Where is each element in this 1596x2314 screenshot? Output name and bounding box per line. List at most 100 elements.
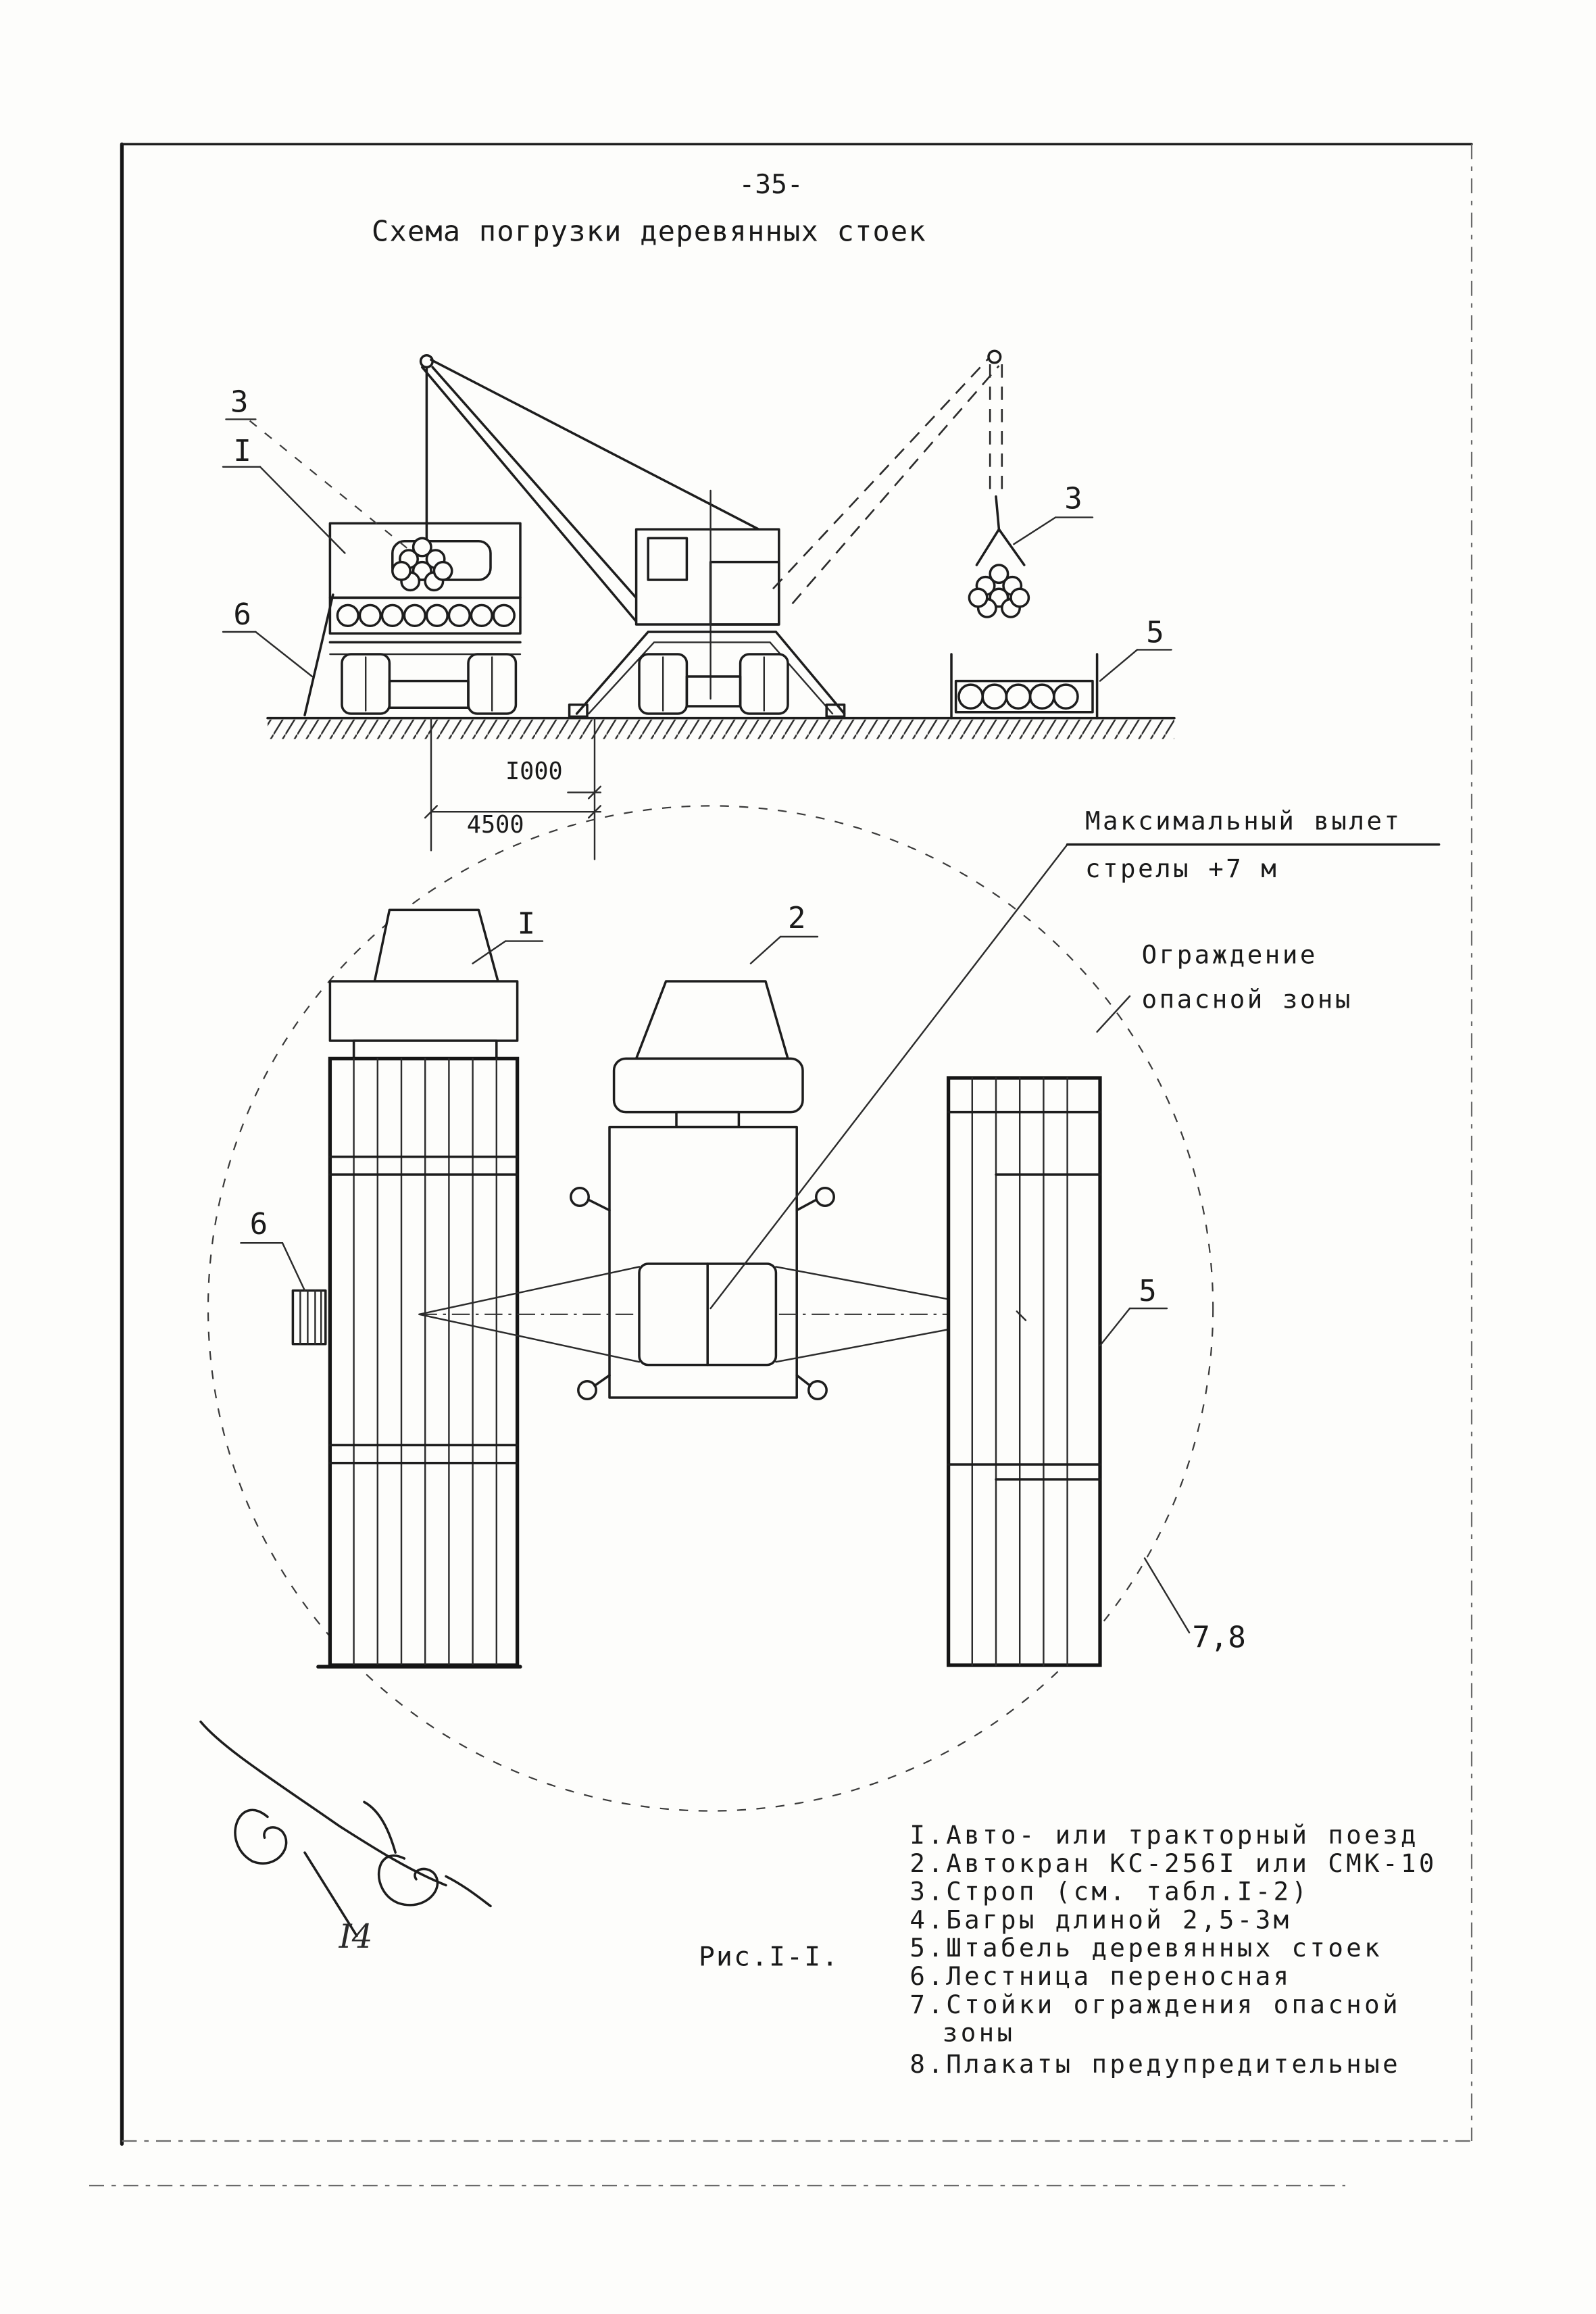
handwritten-stroke — [363, 1800, 397, 1854]
boom-reach-leader — [709, 843, 1068, 1310]
label-fence-posts-leader — [1143, 1557, 1191, 1633]
label-crane-plan: 2 — [788, 901, 806, 935]
label-fence-posts: 7,8 — [1192, 1621, 1245, 1655]
ground-hatching — [268, 719, 1174, 739]
boom-reach-note-line-2: стрелы +7 м — [1085, 854, 1278, 883]
label-sling-right: 3 — [1064, 481, 1082, 516]
log-bundle-right — [968, 564, 1030, 618]
legend-item: 7.Стойки ограждения опасной — [909, 1990, 1401, 2019]
boom-hoist-cable — [430, 358, 778, 540]
label-ladder-plan: 6 — [250, 1207, 268, 1241]
stack-log-ends — [957, 683, 1079, 710]
danger-zone-note: Ограждение опасной зоны — [1096, 940, 1353, 1033]
crane-cab-plan — [612, 1057, 804, 1114]
log-end — [957, 683, 984, 710]
dim-tick-short — [587, 785, 602, 799]
sling-right-leg-2 — [997, 528, 1026, 566]
crane-portal — [575, 631, 846, 715]
label-stack-plan: 5 — [1139, 1274, 1157, 1308]
log-end — [412, 537, 432, 558]
stack-plan-logs — [971, 1077, 1068, 1667]
boom-extended-position — [772, 349, 1030, 618]
sling-bundle-left — [391, 367, 453, 592]
label-stack-elevation: 5 — [1146, 615, 1164, 649]
legend-item: 5.Штабель деревянных стоек — [909, 1933, 1382, 1963]
handwritten-stroke — [445, 1875, 492, 1908]
log-end — [380, 604, 404, 627]
label-truck-leader — [259, 466, 346, 554]
handwritten-stroke — [303, 1851, 358, 1938]
label-sling-left-leader — [249, 420, 414, 554]
ladder-plan — [291, 1289, 327, 1346]
handwritten-stroke — [199, 1720, 447, 1887]
dimensions: I000 4500 — [424, 717, 602, 860]
truck-log-ends — [336, 604, 516, 627]
label-truck-plan-leader — [472, 940, 507, 964]
truck-axle-frame — [388, 679, 470, 709]
log-end — [968, 587, 989, 608]
danger-zone-note-line-2: опасной зоны — [1142, 985, 1353, 1014]
log-end — [391, 560, 412, 581]
log-end — [981, 683, 1008, 710]
legend-item: 2.Автокран КС-256I или СМК-10 — [909, 1848, 1437, 1878]
outrigger-rear-left — [577, 1380, 597, 1400]
log-end — [1053, 683, 1079, 710]
boom-top-pulley — [419, 354, 434, 369]
label-truck-plan: I — [518, 907, 535, 941]
danger-zone-boundary — [207, 805, 1214, 1812]
legend-item: I.Авто- или тракторный поезд — [909, 1820, 1419, 1850]
log-end — [403, 604, 426, 627]
truck-hood-plan — [373, 908, 499, 983]
log-end — [358, 604, 382, 627]
legend: I.Авто- или тракторный поезд 2.Автокран … — [909, 1820, 1437, 2079]
plan-view: I 2 6 5 7,8 Максимальный вылет — [207, 805, 1441, 1812]
log-end — [989, 564, 1009, 585]
log-end — [1005, 683, 1032, 710]
boom-reach-note: Максимальный вылет стрелы +7 м — [709, 806, 1441, 1310]
ladder-elevation — [303, 593, 334, 716]
truck-cab-plan — [328, 980, 519, 1042]
dim-tick-long-right — [587, 805, 602, 819]
stack-plan-outline — [946, 1076, 1102, 1667]
truck-coupling-plan — [352, 1039, 498, 1060]
sling-right-leg-1 — [975, 528, 1001, 566]
log-end — [470, 604, 493, 627]
drawing-content: -35- Схема погрузки деревянных стоек — [89, 142, 1473, 2187]
crane-hood-plan — [634, 980, 789, 1060]
log-end — [432, 560, 453, 581]
label-stack-plan-leader — [1099, 1307, 1131, 1347]
log-end — [336, 604, 359, 627]
log-end — [1009, 587, 1030, 608]
label-sling-right-leader — [1013, 516, 1057, 545]
dim-tick-long-left — [424, 805, 439, 819]
handwritten-marks: I4 — [199, 1720, 492, 1956]
outrigger-rear-right — [807, 1380, 828, 1400]
reach-line-truck-2 — [418, 1313, 641, 1363]
danger-zone-note-leader — [1096, 995, 1131, 1033]
label-sling-left: 3 — [230, 385, 249, 419]
crane-cab-window — [647, 537, 689, 581]
log-bundle-left — [391, 537, 453, 592]
stack-plan — [946, 1076, 1102, 1667]
label-ladder-elevation: 6 — [233, 597, 251, 632]
dim-short-value: I000 — [505, 758, 563, 785]
log-end — [492, 604, 516, 627]
label-stack-leader — [1099, 649, 1139, 682]
ladder-plan-outline — [291, 1289, 327, 1346]
crane-cab — [634, 528, 780, 626]
hook-right — [995, 495, 1001, 531]
crane-elevation — [419, 354, 846, 718]
truck-trailer-plan — [328, 1056, 520, 1667]
truck-log-row-band — [328, 596, 522, 635]
crane-hub-plan — [675, 1110, 741, 1129]
outrigger-pad-left — [568, 704, 589, 718]
crane-plan — [418, 980, 1030, 1400]
page-frame — [89, 142, 1473, 2187]
truck-elevation — [328, 522, 522, 715]
handwritten-curl — [234, 1808, 288, 1865]
legend-item: 4.Багры длиной 2,5-3м — [909, 1904, 1291, 1934]
outrigger-arm — [587, 1198, 611, 1212]
outrigger-arm — [795, 1198, 818, 1212]
stack-elevation — [950, 653, 1099, 720]
boom-extended-pulley — [987, 349, 1002, 364]
